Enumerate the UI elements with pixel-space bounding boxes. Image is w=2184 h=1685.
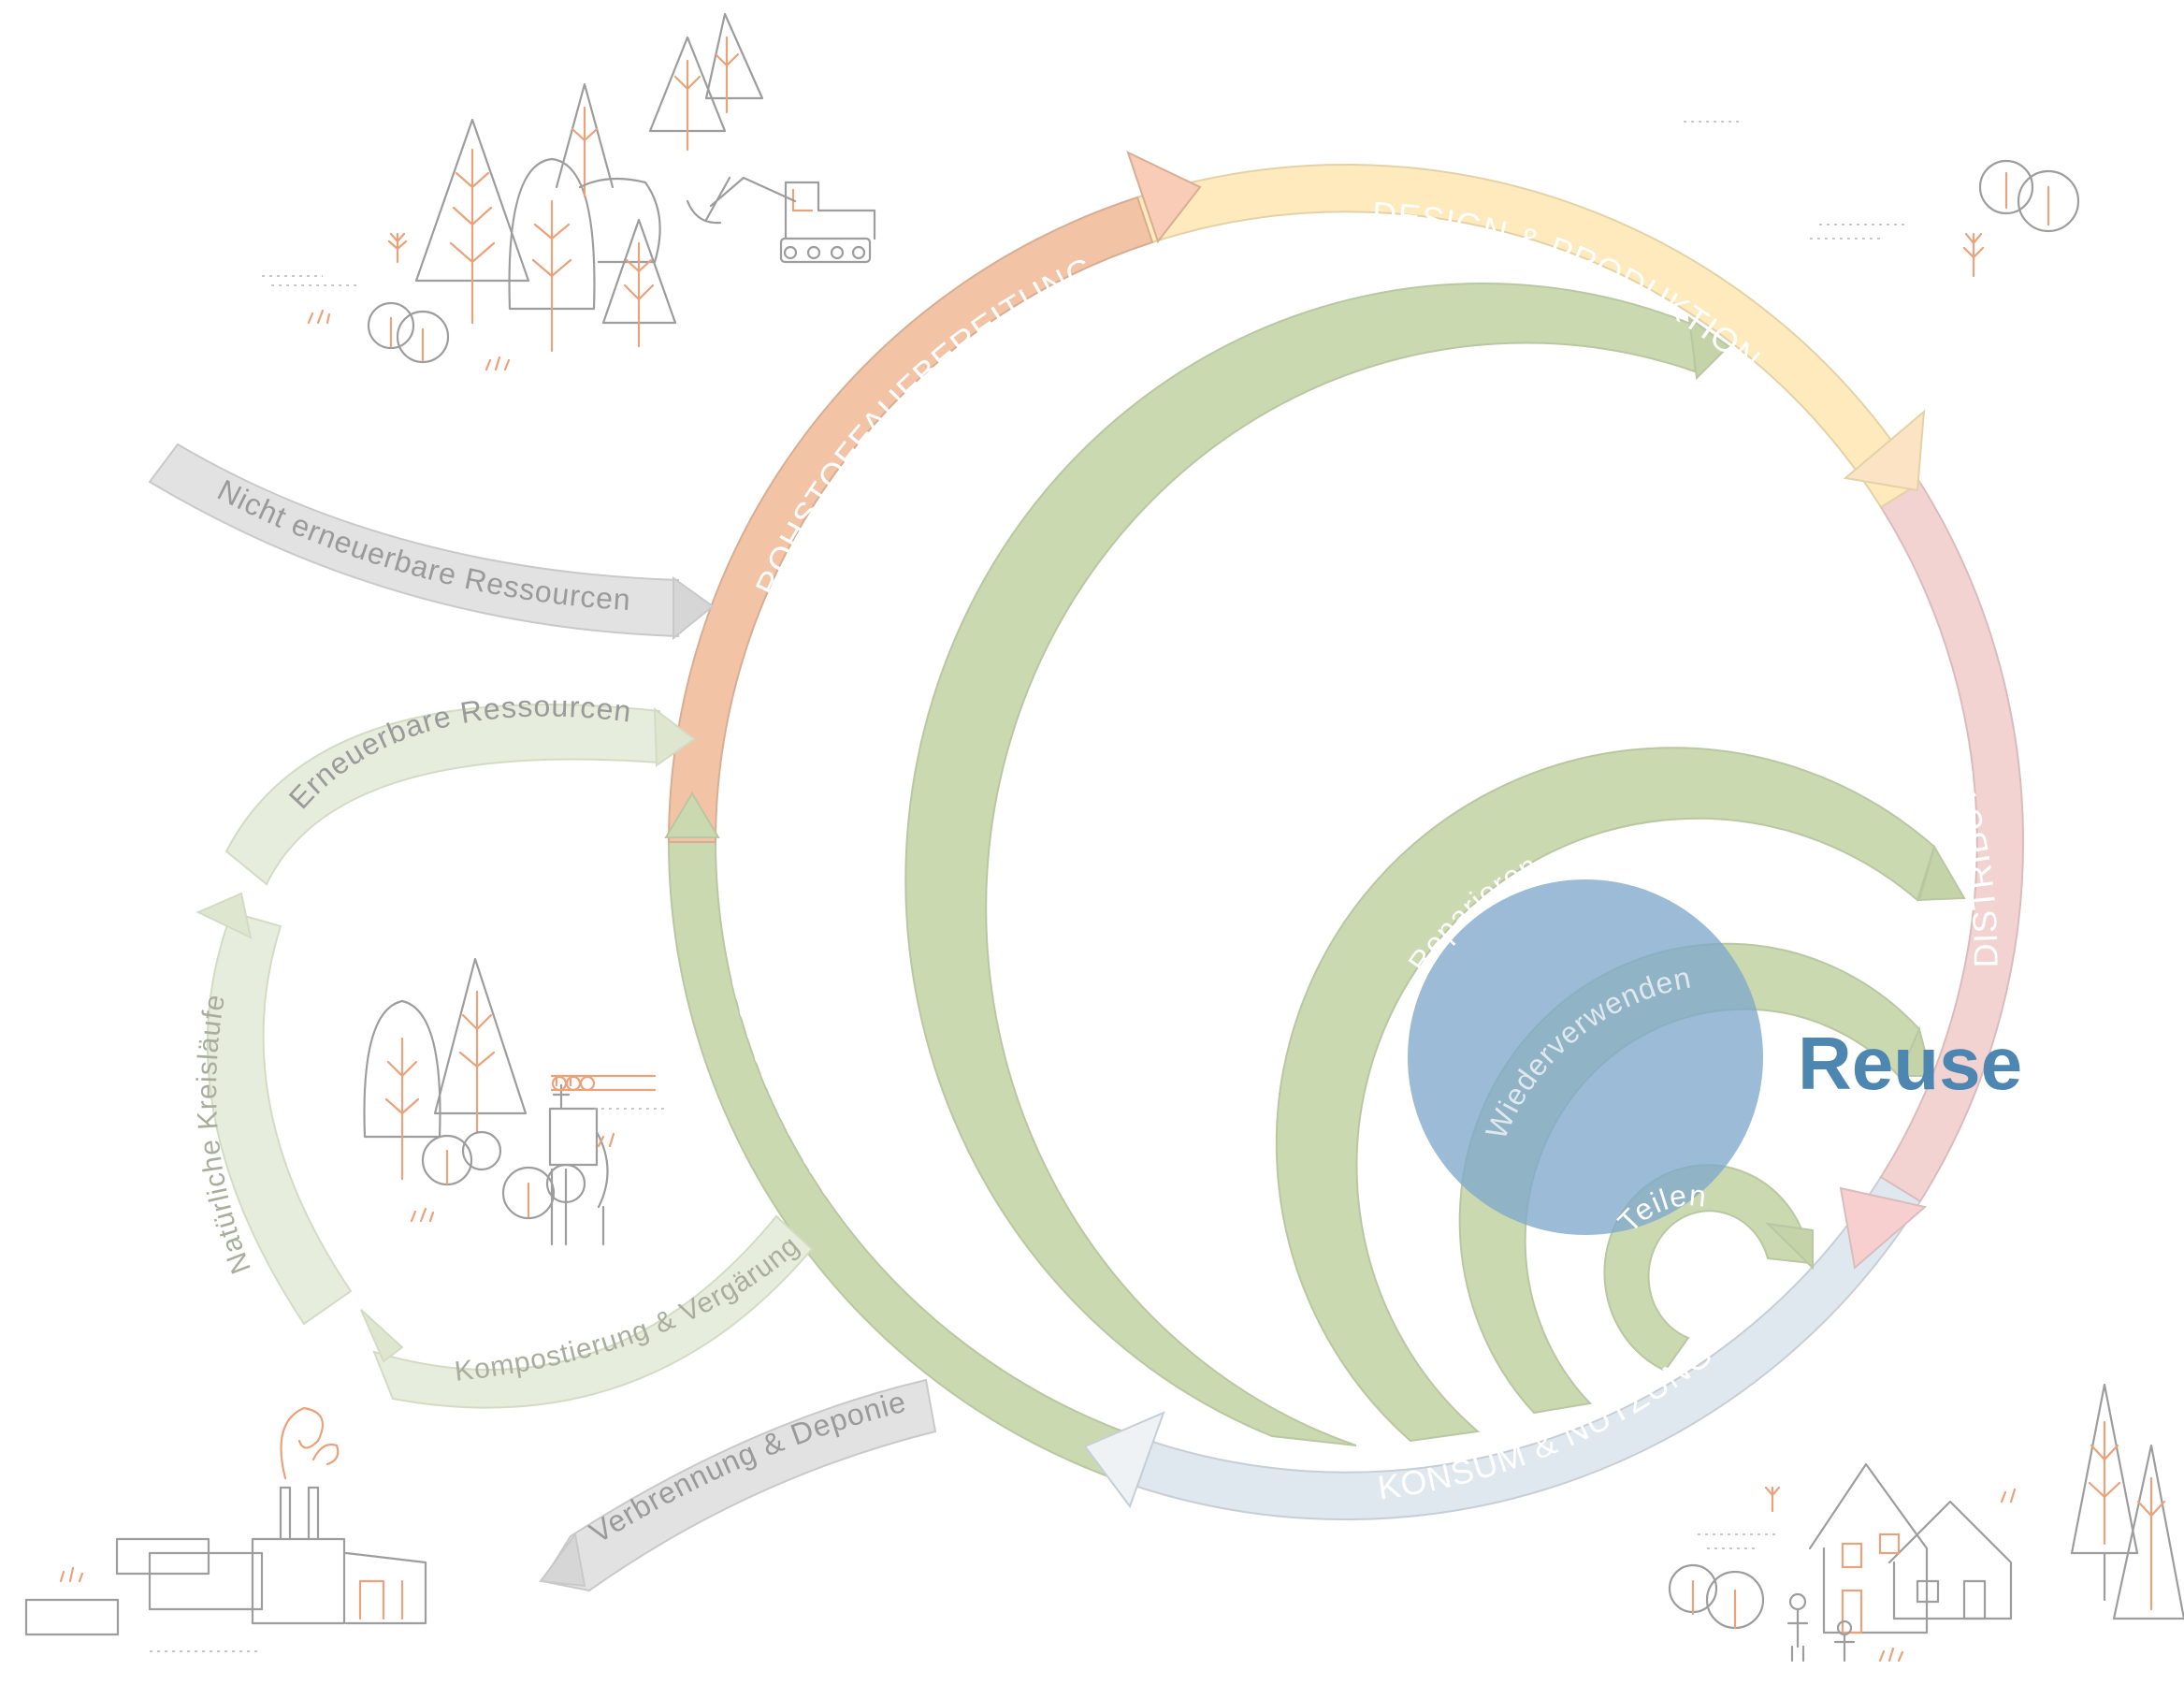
arrow-erneuerbare (653, 706, 696, 767)
reuse-label: Reuse (1798, 1022, 2022, 1105)
segment-rohstoff (667, 196, 1154, 843)
label-wiederaufbereiten: Wiederaufbereiten (1096, 517, 1263, 758)
right-top-trees (1684, 121, 2080, 278)
flow-verbrennung (541, 1378, 937, 1592)
arrow-head-recycling (1083, 1411, 1165, 1509)
inner-loops (904, 283, 1966, 1446)
arrow-reparieren (1917, 844, 1966, 902)
arrow-teilen (1765, 1222, 1814, 1271)
houses-illustration (1668, 1383, 2184, 1663)
arrow-wiederaufbereiten (1687, 315, 1730, 381)
flow-kompostierung (372, 1214, 814, 1409)
forest-illustration (262, 12, 764, 371)
reuse-highlight-circle (1408, 879, 1763, 1235)
arrow-verbrennung (539, 1532, 586, 1588)
label-verbrennung: Verbrennung & Deponie (584, 1385, 910, 1550)
arrow-head-distribution (1843, 409, 1926, 492)
natural-forest-illustration (363, 957, 664, 1246)
loop-reparieren (1275, 747, 1936, 1443)
arrow-head-konsum (1839, 1186, 1928, 1270)
excavator-illustration (686, 176, 876, 264)
arrow-kompostierung (360, 1309, 404, 1363)
arrow-head-design (1126, 151, 1202, 244)
arrow-wiederverwenden (1897, 1025, 1933, 1077)
arrow-head-rohstoff (664, 792, 720, 838)
arrow-natuerliche-kreislaeufe (195, 892, 253, 939)
main-cycle (664, 151, 2024, 1521)
flow-natuerliche-kreislaeufe (206, 910, 353, 1326)
arrow-nicht-erneuerbare (673, 576, 715, 641)
factory-illustration (24, 1406, 427, 1652)
natural-cycle (195, 892, 814, 1409)
resource-flows (148, 443, 937, 1592)
